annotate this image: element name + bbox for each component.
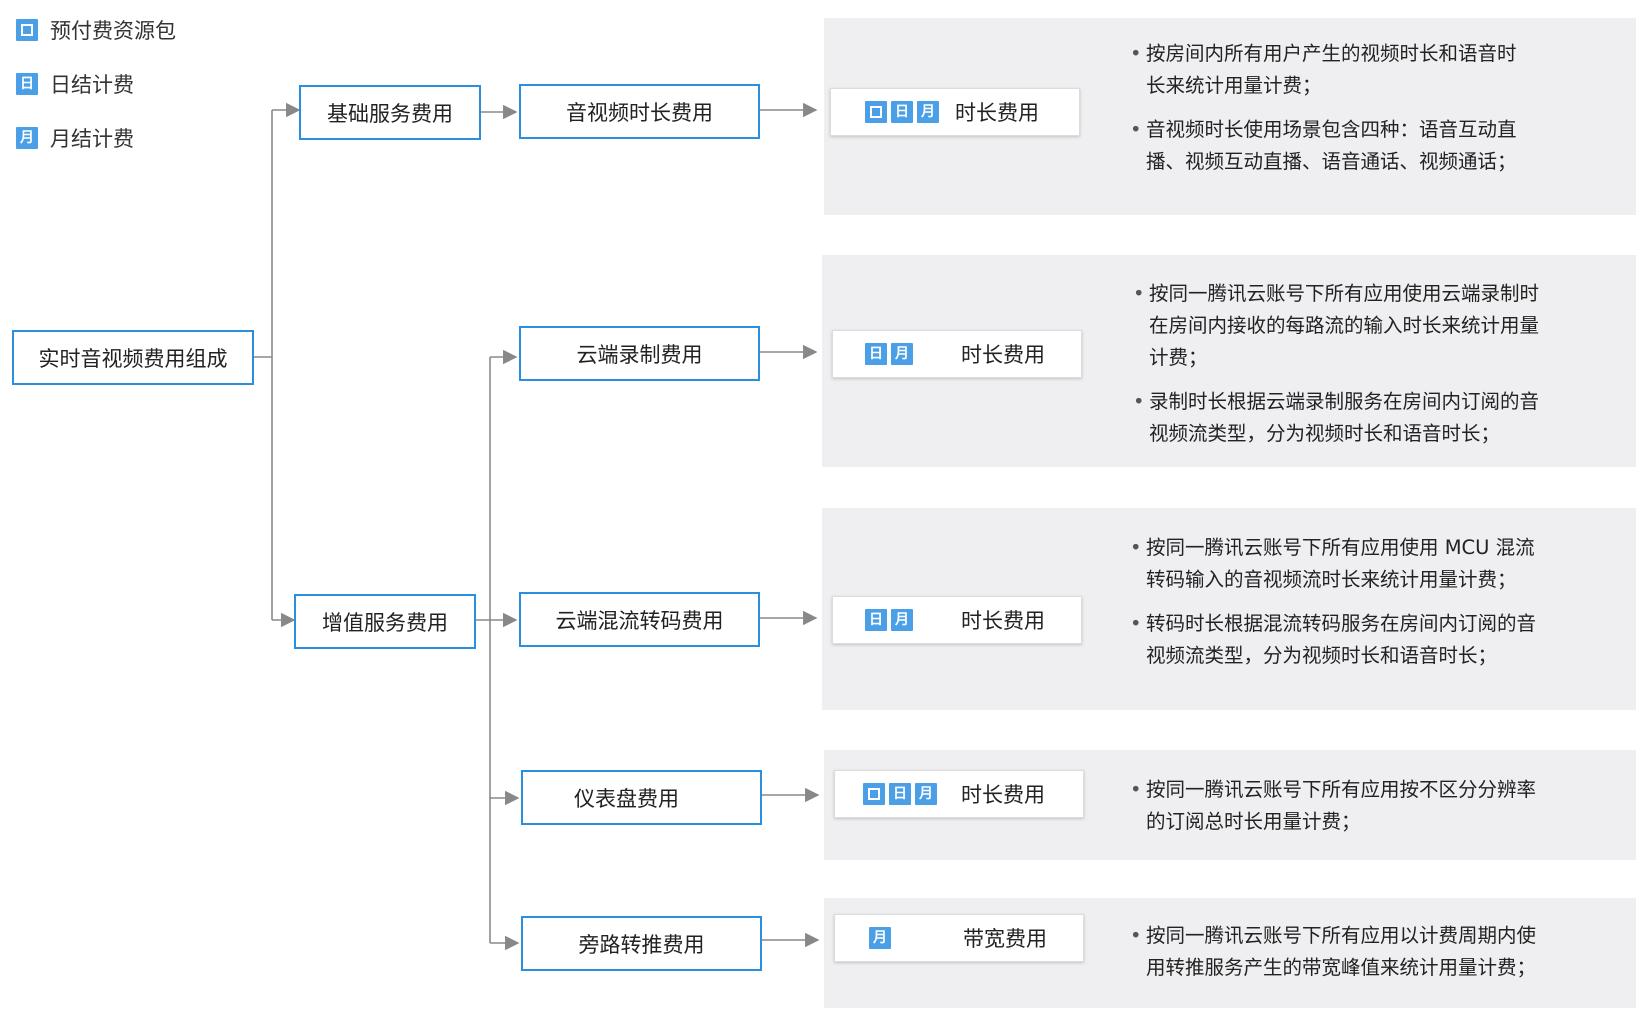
fee-box-relay: 月 带宽费用 [834,914,1084,962]
bullet-item: • 转码时长根据混流转码服务在房间内订阅的音 视频流类型，分为视频时长和语音时长… [1130,608,1537,672]
description-line: 转码输入的音视频流时长来统计用量计费； [1146,568,1517,591]
fee-badges: 日 月 [863,783,937,805]
monthly-billing-icon: 月 [917,101,939,123]
fee-badges: 日 月 [865,609,913,631]
legend-daily-label: 日结计费 [50,73,134,97]
description-line: 用转推服务产生的带宽峰值来统计用量计费； [1146,956,1537,979]
fee-label: 时长费用 [955,101,1039,125]
item-node-cloud-recording: 云端录制费用 [519,326,760,381]
daily-billing-icon: 日 [865,343,887,365]
description-line: 按同一腾讯云账号下所有应用使用 MCU 混流 [1146,536,1535,559]
legend-monthly-label: 月结计费 [50,127,134,151]
description-line: 音视频时长使用场景包含四种：语音互动直 [1146,118,1517,141]
daily-billing-icon: 日 [865,609,887,631]
description-line: 按同一腾讯云账号下所有应用使用云端录制时 [1149,282,1540,305]
item-node-cloud-mixing: 云端混流转码费用 [519,592,760,647]
description-line: 录制时长根据云端录制服务在房间内订阅的音 [1149,390,1540,413]
monthly-billing-icon: 月 [915,783,937,805]
description-line: 转码时长根据混流转码服务在房间内订阅的音 [1146,612,1537,635]
fee-box-cloud-recording: 日 月 时长费用 [832,330,1082,378]
monthly-billing-icon: 月 [891,343,913,365]
bullet-item: • 按同一腾讯云账号下所有应用使用云端录制时 在房间内接收的每路流的输入时长来统… [1133,278,1540,374]
fee-label: 时长费用 [961,609,1045,633]
description-dashboard: • 按同一腾讯云账号下所有应用按不区分分辨率 的订阅总时长用量计费； [1130,774,1537,838]
fee-label: 时长费用 [961,783,1045,807]
prepaid-pack-icon [865,101,887,123]
fee-label: 时长费用 [961,343,1045,367]
basic-service-node: 基础服务费用 [299,85,481,140]
legend-prepaid-label: 预付费资源包 [50,19,176,43]
description-line: 计费； [1149,346,1208,369]
fee-badges: 日 月 [865,343,913,365]
description-line: 视频流类型，分为视频时长和语音时长； [1149,422,1501,445]
fee-label: 带宽费用 [963,927,1047,951]
monthly-billing-icon: 月 [891,609,913,631]
bullet-item: • 按同一腾讯云账号下所有应用按不区分分辨率 的订阅总时长用量计费； [1130,774,1537,838]
item-node-relay: 旁路转推费用 [521,916,762,971]
description-line: 播、视频互动直播、语音通话、视频通话； [1146,150,1517,173]
bullet-item: • 按同一腾讯云账号下所有应用以计费周期内使 用转推服务产生的带宽峰值来统计用量… [1130,920,1537,984]
legend-prepaid: 预付费资源包 [16,16,176,44]
value-added-service-node: 增值服务费用 [294,594,476,649]
bullet-item: • 录制时长根据云端录制服务在房间内订阅的音 视频流类型，分为视频时长和语音时长… [1133,386,1540,450]
bullet-item: • 音视频时长使用场景包含四种：语音互动直 播、视频互动直播、语音通话、视频通话… [1130,114,1517,178]
daily-billing-icon: 日 [889,783,911,805]
root-node: 实时音视频费用组成 [12,330,254,385]
description-line: 按同一腾讯云账号下所有应用以计费周期内使 [1146,924,1537,947]
fee-badges: 日 月 [865,101,939,123]
bullet-item: • 按同一腾讯云账号下所有应用使用 MCU 混流 转码输入的音视频流时长来统计用… [1130,532,1536,596]
bullet-item: • 按房间内所有用户产生的视频时长和语音时 长来统计用量计费； [1130,38,1517,102]
description-line: 在房间内接收的每路流的输入时长来统计用量 [1149,314,1540,337]
fee-box-cloud-mixing: 日 月 时长费用 [832,596,1082,644]
prepaid-pack-icon [863,783,885,805]
description-line: 长来统计用量计费； [1146,74,1322,97]
prepaid-pack-icon [16,19,38,41]
description-relay: • 按同一腾讯云账号下所有应用以计费周期内使 用转推服务产生的带宽峰值来统计用量… [1130,920,1537,984]
daily-billing-icon: 日 [891,101,913,123]
item-node-dashboard: 仪表盘费用 [521,770,762,825]
description-line: 按房间内所有用户产生的视频时长和语音时 [1146,42,1517,65]
description-line: 按同一腾讯云账号下所有应用按不区分分辨率 [1146,778,1537,801]
description-av-duration: • 按房间内所有用户产生的视频时长和语音时 长来统计用量计费； • 音视频时长使… [1130,38,1517,178]
daily-billing-icon: 日 [16,73,38,95]
description-line: 的订阅总时长用量计费； [1146,810,1361,833]
legend-monthly: 月 月结计费 [16,124,134,152]
fee-badges: 月 [869,927,891,949]
description-cloud-recording: • 按同一腾讯云账号下所有应用使用云端录制时 在房间内接收的每路流的输入时长来统… [1133,278,1540,450]
fee-box-dashboard: 日 月 时长费用 [834,770,1084,818]
description-line: 视频流类型，分为视频时长和语音时长； [1146,644,1498,667]
fee-box-av-duration: 日 月 时长费用 [830,88,1080,136]
monthly-billing-icon: 月 [869,927,891,949]
legend-daily: 日 日结计费 [16,70,134,98]
item-node-av-duration: 音视频时长费用 [519,84,760,139]
monthly-billing-icon: 月 [16,127,38,149]
description-cloud-mixing: • 按同一腾讯云账号下所有应用使用 MCU 混流 转码输入的音视频流时长来统计用… [1130,532,1537,672]
